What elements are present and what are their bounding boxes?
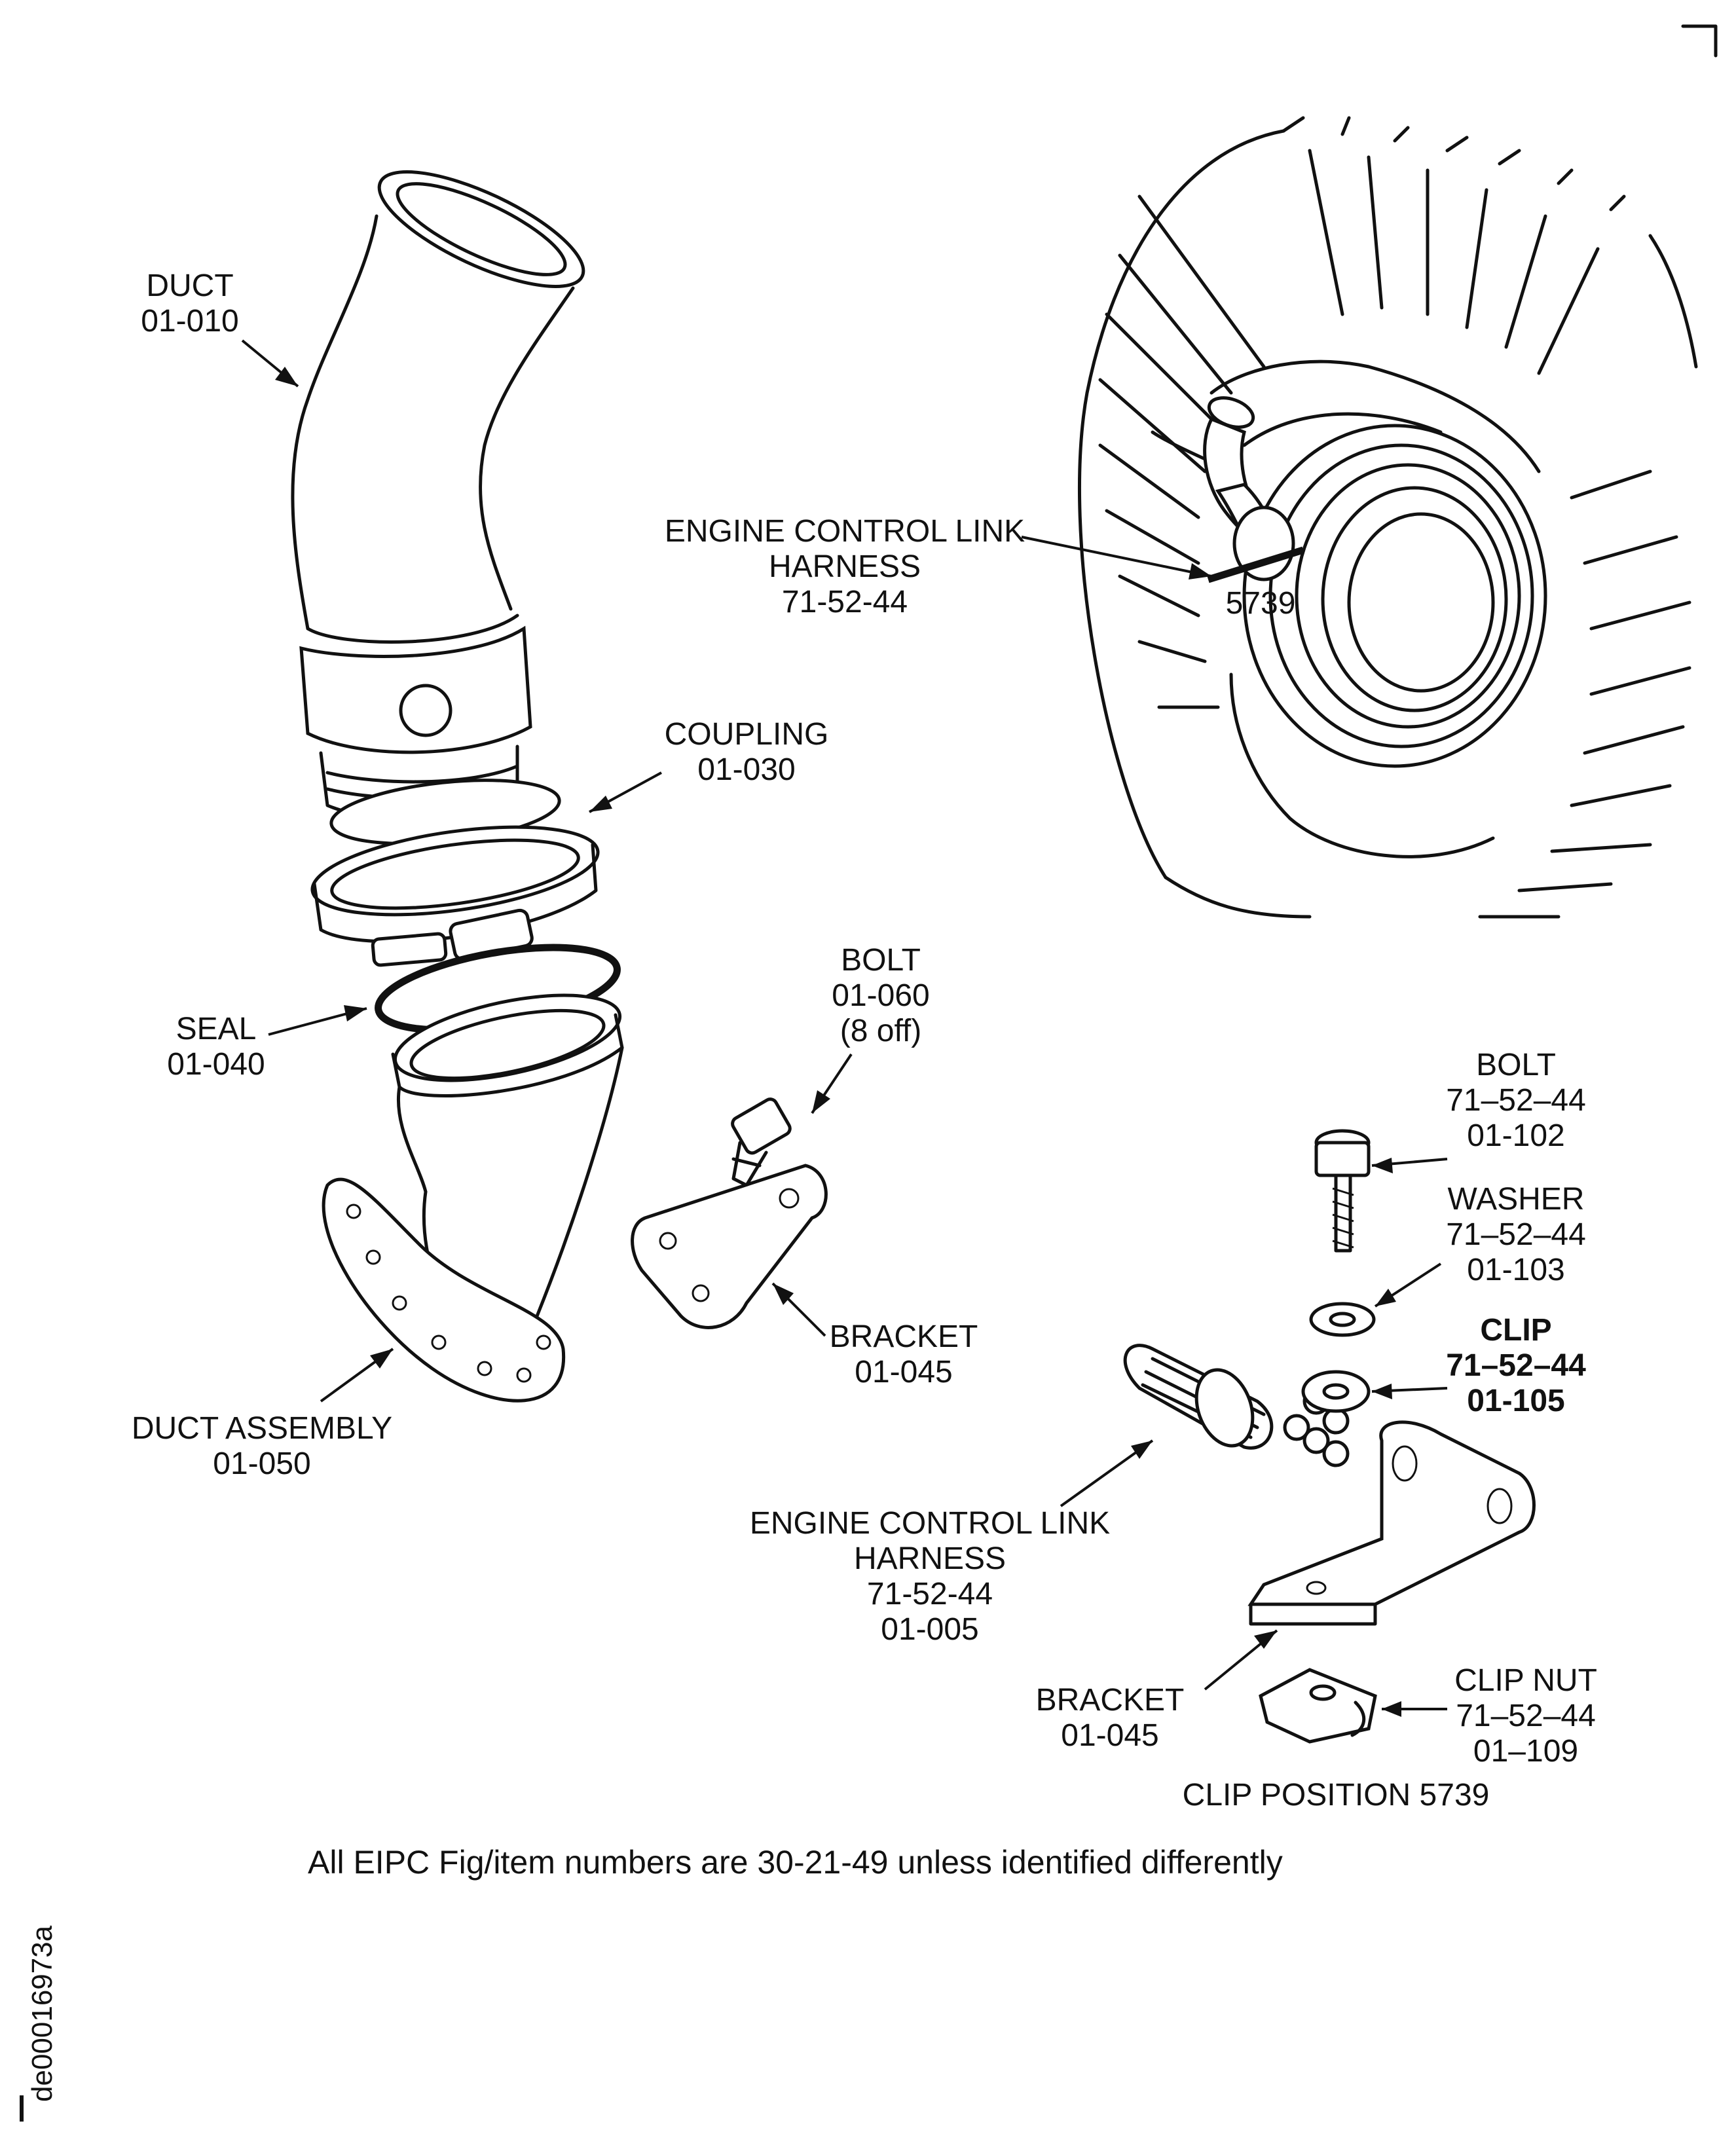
bracket-045-part [631, 1164, 828, 1329]
coupling-ref: 01-030 [697, 752, 796, 787]
bolt-060-name: BOLT [841, 943, 921, 978]
clip-105-ref: 01-105 [1467, 1384, 1565, 1418]
ecl-harness-top-name2: HARNESS [768, 549, 921, 584]
bolt-102-chapter: 71–52–44 [1446, 1083, 1586, 1118]
bolt-102-label: BOLT 71–52–44 01-102 [1431, 1048, 1601, 1154]
engine-fan-view [1078, 116, 1698, 919]
duct-assembly-name: DUCT ASSEMBLY [131, 1411, 393, 1446]
clip-nut-109-chapter: 71–52–44 [1456, 1699, 1596, 1733]
figure-id-bar [20, 2095, 24, 2122]
duct-part [291, 170, 585, 845]
washer-103-part [1309, 1302, 1376, 1337]
bolt-060-part [731, 1097, 792, 1187]
ecl-harness-detail-chapter: 71-52-44 [866, 1577, 993, 1611]
seal-name: SEAL [175, 1012, 257, 1046]
duct-label: DUCT 01-010 [124, 268, 255, 339]
detail-title-text: CLIP POSITION 5739 [1182, 1778, 1490, 1812]
crop-mark [1681, 24, 1718, 58]
bolt-102-name: BOLT [1476, 1048, 1556, 1082]
footnote: All EIPC Fig/item numbers are 30-21-49 u… [308, 1844, 1283, 1881]
duct-name: DUCT [146, 268, 234, 303]
harness-detail-part [1123, 1344, 1371, 1467]
ecl-harness-detail-name2: HARNESS [853, 1541, 1007, 1576]
duct-assembly-label: DUCT ASSEMBLY 01-050 [111, 1411, 413, 1482]
coupling-label: COUPLING 01-030 [648, 717, 845, 788]
seal-label: SEAL 01-040 [151, 1012, 282, 1082]
duct-assembly-ref: 01-050 [213, 1446, 311, 1481]
figure-id: de00016973a [26, 1925, 58, 2102]
coupling-name: COUPLING [664, 717, 829, 752]
detail-title: CLIP POSITION 5739 [1153, 1778, 1519, 1813]
bolt-060-ref: 01-060 [832, 978, 930, 1013]
bracket-045-mid-name: BRACKET [829, 1319, 978, 1354]
clip-105-chapter: 71–52–44 [1446, 1348, 1586, 1383]
ecl-harness-detail-name: ENGINE CONTROL LINK [749, 1506, 1111, 1541]
washer-103-chapter: 71–52–44 [1446, 1217, 1586, 1252]
bracket-045-detail-name: BRACKET [1035, 1683, 1185, 1718]
duct-assembly-part [322, 993, 624, 1403]
washer-103-ref: 01-103 [1467, 1253, 1565, 1287]
washer-103-label: WASHER 71–52–44 01-103 [1431, 1182, 1601, 1288]
ecl-harness-detail-label: ENGINE CONTROL LINK HARNESS 71-52-44 01-… [727, 1506, 1133, 1647]
clip-105-name: CLIP [1480, 1313, 1552, 1348]
clip-position-number: 5739 [1225, 586, 1296, 621]
clip-nut-109-name: CLIP NUT [1454, 1663, 1597, 1698]
duct-ref: 01-010 [141, 304, 239, 339]
bolt-060-label: BOLT 01-060 (8 off) [809, 943, 953, 1049]
leader-arrows [241, 339, 1448, 1717]
bolt-060-qty: (8 off) [840, 1014, 922, 1048]
clip-position-callout: 5739 [1211, 586, 1310, 621]
bracket-045-mid-label: BRACKET 01-045 [815, 1319, 992, 1390]
seal-ref: 01-040 [167, 1047, 265, 1082]
bolt-102-part [1314, 1129, 1371, 1253]
bracket-045-mid-ref: 01-045 [855, 1355, 953, 1389]
bolt-102-ref: 01-102 [1467, 1118, 1565, 1153]
clip-nut-109-ref: 01–109 [1473, 1734, 1579, 1769]
ecl-harness-top-label: ENGINE CONTROL LINK HARNESS 71-52-44 [642, 514, 1048, 620]
bracket-045-detail-ref: 01-045 [1061, 1718, 1159, 1753]
washer-103-name: WASHER [1447, 1182, 1585, 1217]
ecl-harness-top-name: ENGINE CONTROL LINK [664, 514, 1025, 549]
clip-nut-109-part [1259, 1668, 1377, 1744]
clip-nut-109-label: CLIP NUT 71–52–44 01–109 [1441, 1663, 1611, 1769]
bracket-045-detail-label: BRACKET 01-045 [1022, 1683, 1198, 1754]
ecl-harness-detail-ref: 01-005 [881, 1612, 979, 1647]
clip-105-label: CLIP 71–52–44 01-105 [1431, 1313, 1601, 1419]
ecl-harness-top-ref: 71-52-44 [781, 585, 908, 619]
bracket-045-detail-part [1247, 1420, 1536, 1626]
